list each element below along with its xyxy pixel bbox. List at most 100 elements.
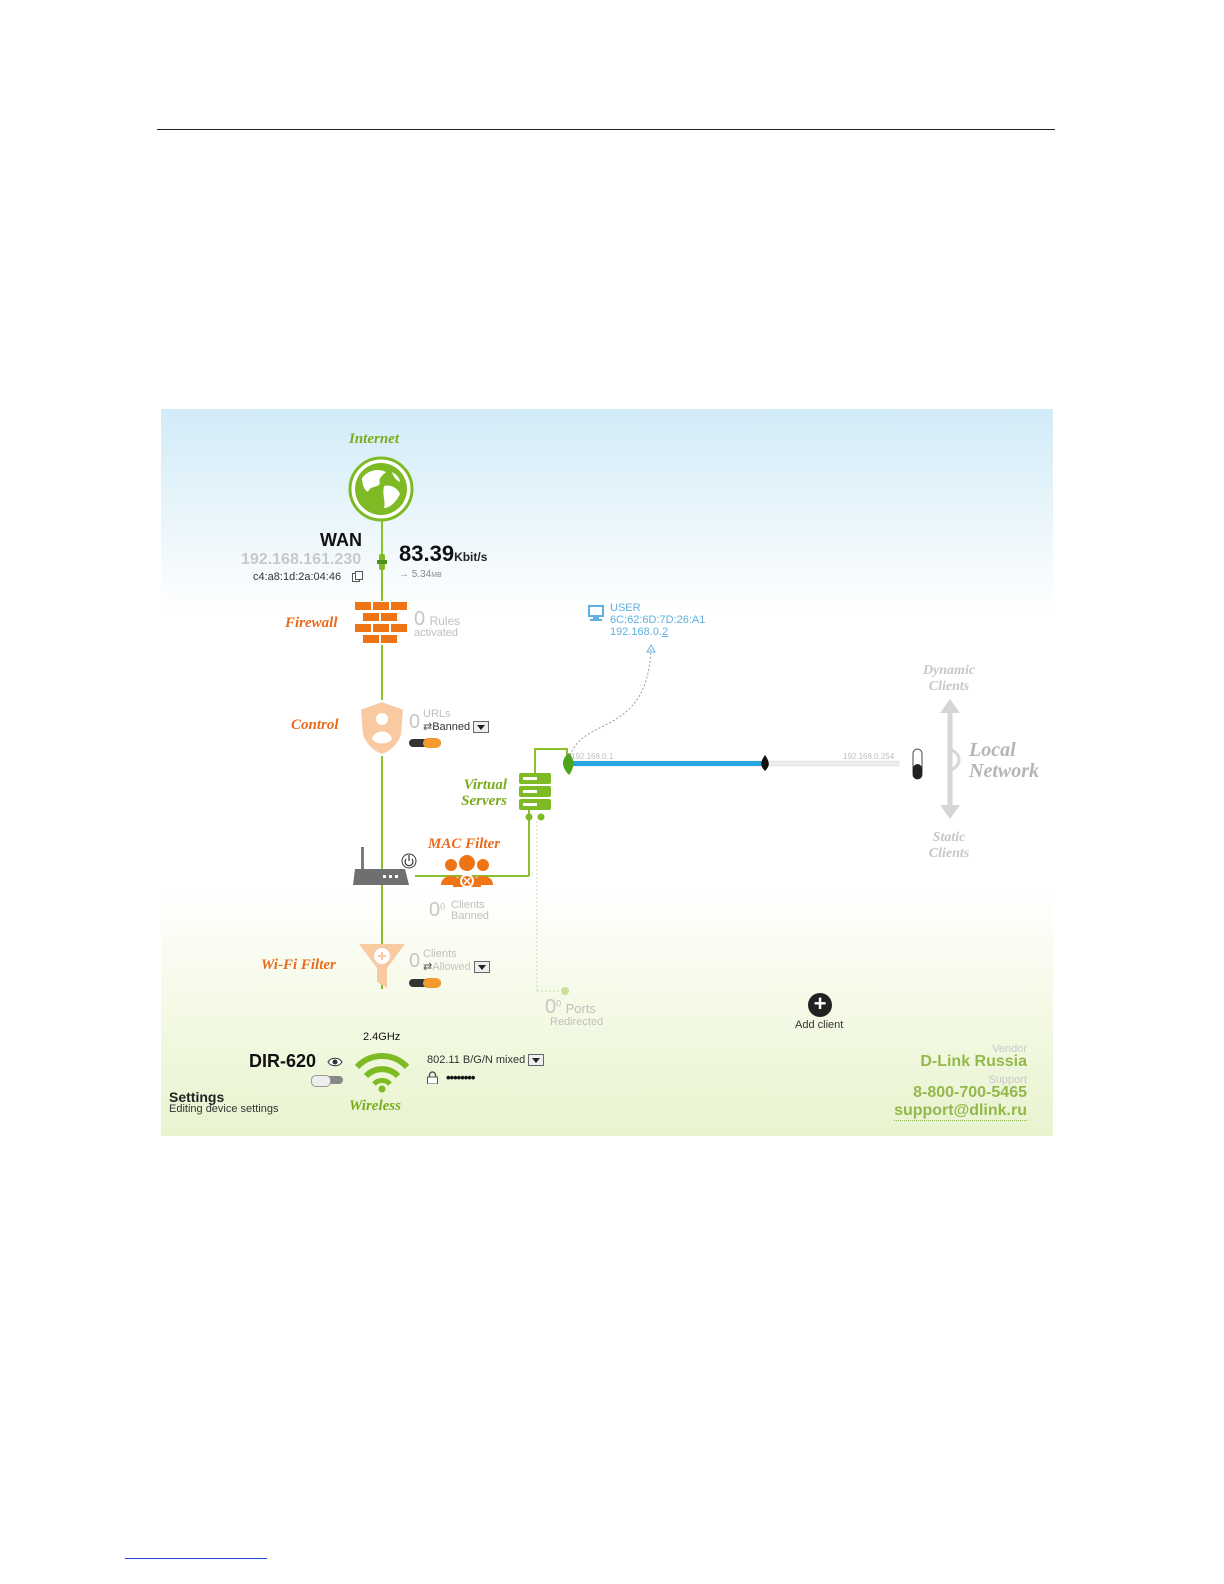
ports-stats: 00 Ports bbox=[545, 996, 596, 1019]
vendor-label: Vendor bbox=[992, 1043, 1027, 1055]
vendor-name: D-Link Russia bbox=[920, 1053, 1027, 1070]
ssid-name[interactable]: DIR-620 bbox=[249, 1051, 317, 1071]
mac-filter-count: 0 bbox=[429, 899, 441, 921]
virtual-servers-label: Virtual Servers bbox=[457, 777, 507, 809]
page-top-rule bbox=[157, 129, 1055, 130]
firewall-activated-label: activated bbox=[414, 627, 459, 639]
wifi-filter-dropdown-icon[interactable] bbox=[473, 961, 490, 973]
user-name: USER bbox=[610, 602, 641, 614]
users-blocked-icon[interactable] bbox=[441, 855, 493, 891]
wifi-filter-mode-value: Allowed bbox=[432, 960, 471, 973]
mac-filter-sup: 0 bbox=[440, 901, 446, 912]
user-card[interactable]: USER 6C:62:6D:7D:26:A1 192.168.0.2 bbox=[610, 602, 705, 638]
wan-connector-icon bbox=[377, 554, 387, 570]
parental-shield-icon[interactable] bbox=[358, 699, 406, 757]
virtual-servers-label-line2: Servers bbox=[461, 793, 507, 809]
lock-icon bbox=[427, 1071, 438, 1084]
firewall-stats: 0 Rules bbox=[414, 608, 460, 631]
mac-filter-label: MAC Filter bbox=[428, 836, 501, 852]
firewall-icon[interactable] bbox=[355, 601, 407, 645]
lan-range-end-handle bbox=[761, 755, 769, 771]
footnote-link-rule bbox=[125, 1558, 267, 1559]
wan-traffic: → 5.34MB bbox=[399, 569, 442, 580]
wifi-filter-count-value: 0 bbox=[409, 950, 421, 972]
mac-filter-stats: 00 bbox=[429, 899, 445, 922]
globe-icon[interactable] bbox=[348, 456, 414, 522]
network-map-panel: Internet WAN 192.168.161.230 c4:a8:1d:2a… bbox=[161, 409, 1053, 1136]
ports-sup: 0 bbox=[556, 998, 562, 1009]
funnel-icon[interactable] bbox=[357, 942, 407, 992]
static-clients-label: Static Clients bbox=[903, 830, 995, 862]
local-net-bracket bbox=[949, 747, 961, 773]
control-mode-dropdown-icon[interactable] bbox=[473, 721, 490, 734]
control-mode-select[interactable]: ⇄Banned bbox=[423, 720, 490, 734]
router-icon[interactable] bbox=[353, 845, 419, 887]
wireless-mode-select[interactable]: 802.11 B/G/N mixed bbox=[427, 1054, 545, 1067]
add-client-button[interactable]: + bbox=[808, 993, 832, 1017]
wan-traffic-value: → 5.34 bbox=[399, 569, 432, 580]
ports-count: 0 bbox=[545, 996, 557, 1018]
user-ip-suffix-link[interactable]: 2 bbox=[662, 626, 669, 638]
network-wires bbox=[381, 519, 961, 995]
firewall-rules-label: Rules bbox=[429, 614, 461, 628]
mac-filter-text: Clients Banned bbox=[451, 900, 489, 922]
support-label: Support bbox=[988, 1074, 1027, 1086]
lan-start-ip: 192.168.0.1 bbox=[571, 752, 614, 761]
wifi-password[interactable]: •••••••• bbox=[446, 1070, 475, 1085]
add-client-label[interactable]: Add client bbox=[795, 1019, 844, 1031]
wireless-label: Wireless bbox=[349, 1098, 401, 1114]
server-stack-icon[interactable] bbox=[519, 773, 551, 823]
virtual-servers-label-line1: Virtual bbox=[463, 777, 507, 793]
support-email-link[interactable]: support@dlink.ru bbox=[894, 1102, 1027, 1121]
user-link-line bbox=[568, 648, 652, 760]
ports-label: Ports bbox=[565, 1001, 596, 1016]
wireless-toggle[interactable] bbox=[311, 1075, 343, 1087]
computer-icon[interactable] bbox=[588, 605, 604, 621]
firewall-label: Firewall bbox=[285, 615, 338, 631]
wireless-mode-dropdown-icon[interactable] bbox=[528, 1054, 545, 1067]
lan-range-fill bbox=[569, 761, 765, 766]
plus-icon: + bbox=[813, 991, 827, 1016]
lan-range-start-handle bbox=[563, 753, 574, 775]
static-clients-line1: Static bbox=[932, 830, 966, 845]
control-mode-value: Banned bbox=[432, 721, 471, 733]
wan-speed: 83.39Kbit/s bbox=[399, 541, 487, 567]
settings-subtitle: Editing device settings bbox=[169, 1103, 279, 1115]
vendor-block: Vendor D-Link Russia Support 8-800-700-5… bbox=[807, 1043, 1027, 1121]
wifi-filter-clients-label: Clients bbox=[423, 948, 457, 960]
control-toggle[interactable] bbox=[409, 738, 441, 748]
wifi-swap-arrows-icon: ⇄ bbox=[423, 960, 433, 973]
user-ip-prefix: 192.168.0. bbox=[610, 626, 662, 638]
internet-label: Internet bbox=[349, 431, 400, 447]
dynamic-arrow-head bbox=[940, 699, 960, 713]
wan-speed-unit: Kbit/s bbox=[454, 550, 488, 564]
user-link-arrow bbox=[646, 643, 656, 653]
eye-icon[interactable] bbox=[327, 1057, 343, 1067]
control-count: 0 bbox=[409, 711, 420, 734]
wifi-filter-count: 0 bbox=[409, 950, 420, 973]
dynamic-clients-line2: Clients bbox=[928, 679, 970, 694]
wan-speed-value: 83.39 bbox=[399, 541, 455, 566]
wifi-filter-toggle[interactable] bbox=[409, 978, 441, 988]
settings-title[interactable]: Settings bbox=[169, 1089, 225, 1105]
mac-filter-clients-label: Clients bbox=[451, 899, 485, 911]
wan-ip: 192.168.161.230 bbox=[241, 551, 362, 568]
mac-filter-banned-label: Banned bbox=[451, 910, 489, 922]
wifi-icon[interactable] bbox=[353, 1047, 411, 1093]
control-urls-label: URLs bbox=[423, 708, 451, 720]
local-network-title-line1: Local bbox=[969, 739, 1016, 761]
ports-redirected-label: Redirected bbox=[550, 1016, 604, 1028]
support-phone: 8-800-700-5465 bbox=[913, 1084, 1027, 1101]
dynamic-clients-label: Dynamic Clients bbox=[903, 663, 995, 695]
swap-arrows-icon: ⇄ bbox=[423, 721, 433, 733]
copy-icon[interactable] bbox=[352, 571, 363, 582]
control-label: Control bbox=[291, 717, 339, 733]
local-network-title: Local Network bbox=[969, 740, 1039, 782]
wifi-filter-mode-select[interactable]: ⇄Allowed bbox=[423, 961, 490, 973]
servers-to-lan-line bbox=[534, 748, 568, 775]
user-mac: 6C:62:6D:7D:26:A1 bbox=[610, 614, 706, 626]
user-ip: 192.168.0.2 bbox=[610, 626, 705, 638]
control-count-value: 0 bbox=[409, 711, 421, 733]
lan-pool-capsule-fill bbox=[913, 764, 922, 779]
wifi-filter-label: Wi-Fi Filter bbox=[261, 957, 336, 973]
